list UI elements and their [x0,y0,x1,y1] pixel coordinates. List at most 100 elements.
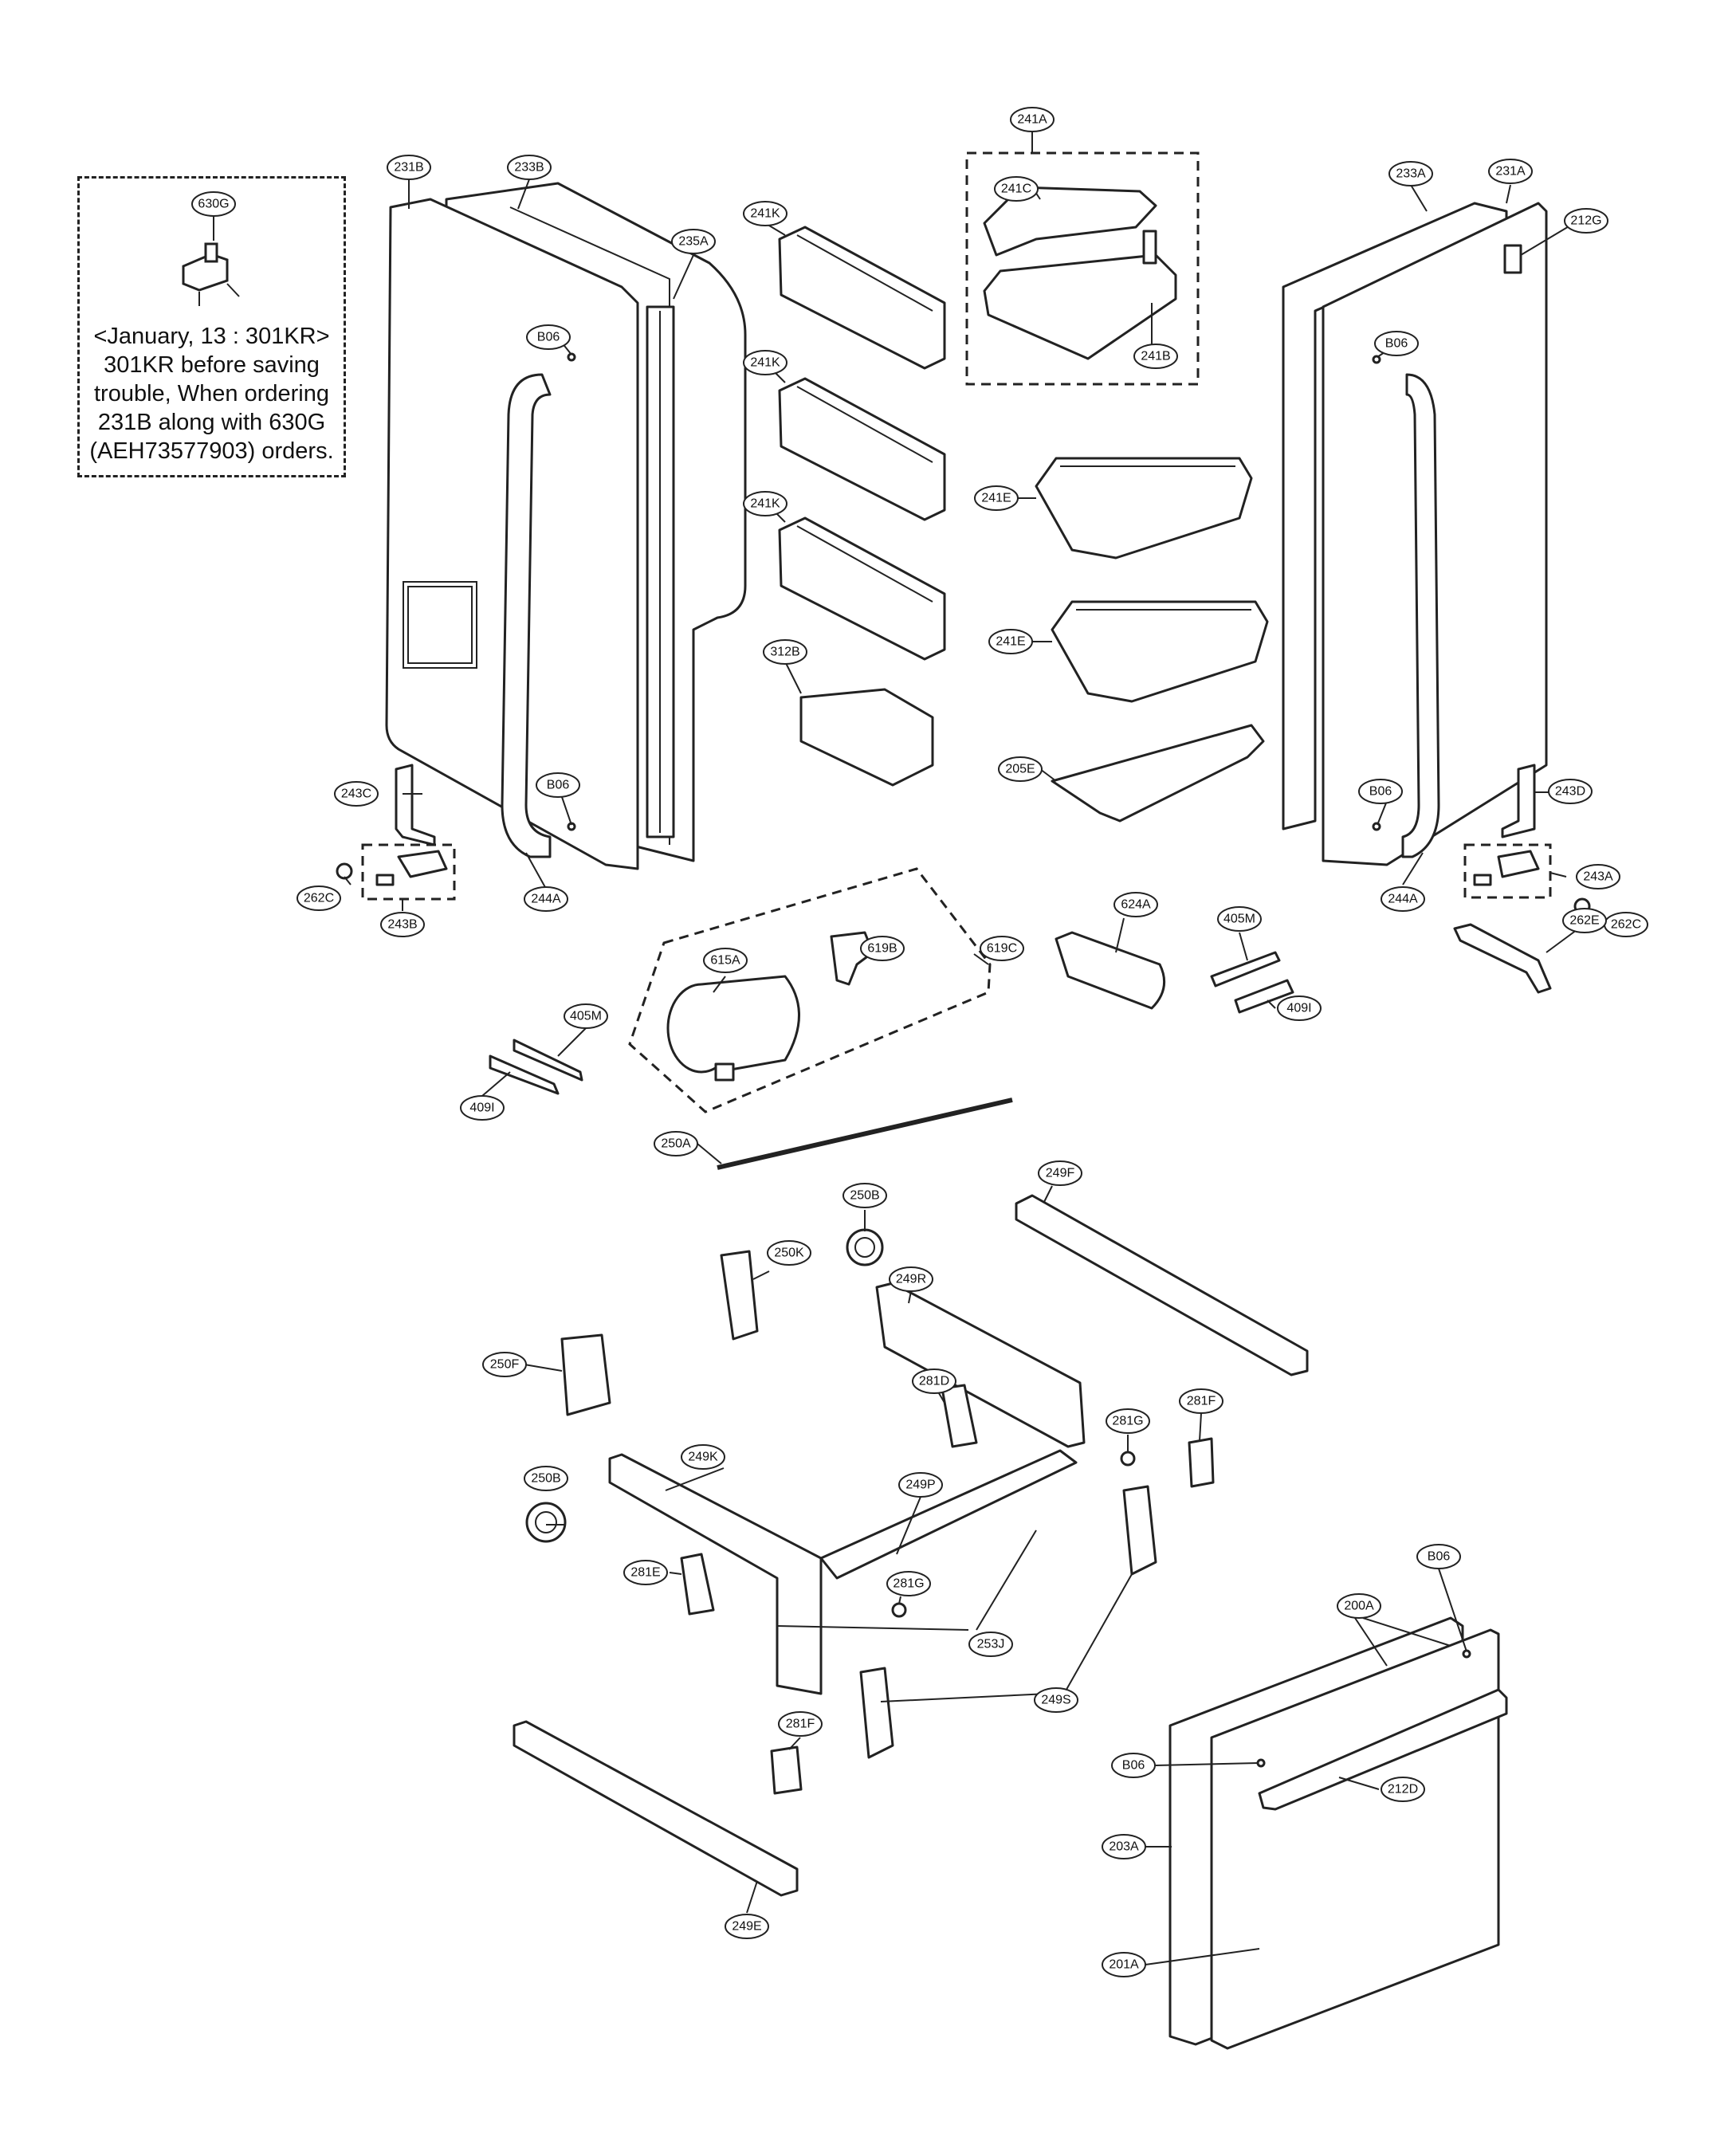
svg-text:409I: 409I [1286,1002,1311,1015]
svg-text:624A: 624A [1121,898,1151,912]
callout-250F: 250F [482,1352,527,1377]
leader-lines [344,132,1611,1965]
callout-233B: 233B [507,155,552,180]
hinge-group-243B-box [361,843,456,901]
bumper-281G-top [1120,1451,1136,1467]
svg-text:262C: 262C [1611,918,1641,932]
svg-text:241A: 241A [1017,113,1047,127]
hinge-bracket-243A [1473,850,1540,886]
hinge-cover-243C [395,764,436,846]
left-door-side-strip-235A [646,305,675,838]
callout-241K-middle: 241K [743,350,787,375]
callout-203A: 203A [1102,1834,1146,1859]
callout-231A: 231A [1488,159,1533,184]
bracket-249S-right [1122,1485,1157,1576]
screw-b06-drawer-left [1256,1758,1266,1768]
svg-text:243A: 243A [1583,870,1613,884]
note-line-4: 231B along with 630G [97,410,326,435]
svg-text:262C: 262C [304,892,334,905]
bin-205E [1051,724,1265,823]
tube-250A [717,1098,1013,1170]
svg-text:312B: 312B [770,646,799,659]
cover-250K [720,1250,759,1341]
callout-243D: 243D [1548,779,1593,804]
guide-405M-left [513,1039,583,1082]
rail-249R [875,1282,1086,1448]
svg-text:409I: 409I [469,1101,494,1115]
svg-text:249K: 249K [688,1451,718,1464]
svg-text:241C: 241C [1001,183,1031,196]
svg-text:243D: 243D [1555,785,1585,799]
callout-231B: 231B [387,155,431,180]
callout-250A: 250A [654,1131,698,1156]
svg-text:241E: 241E [981,492,1011,505]
callout-241B: 241B [1133,344,1178,369]
door-bin-241K-top [778,226,946,370]
svg-text:241B: 241B [1141,350,1170,363]
svg-text:244A: 244A [1388,893,1418,906]
callout-249K: 249K [681,1444,725,1470]
callout-243A: 243A [1576,864,1620,889]
callout-630G: 630G [198,198,229,211]
svg-text:235A: 235A [678,235,709,249]
callout-250B-top: 250B [842,1183,887,1208]
ordering-note-text: <January, 13 : 301KR> 301KR before savin… [80,322,344,465]
bin-241B [983,230,1177,360]
callout-262C-left: 262C [297,885,341,911]
note-line-5: (AEH73577903) orders. [89,438,334,464]
callout-312B: 312B [763,639,807,665]
callout-281F-bottom: 281F [778,1711,823,1737]
svg-text:281F: 281F [786,1718,815,1731]
svg-text:619C: 619C [987,942,1017,956]
hinge-630G-drawing: 630G [182,191,240,306]
callout-281D: 281D [912,1368,956,1394]
svg-text:B06: B06 [537,331,560,344]
svg-text:249E: 249E [732,1920,761,1934]
callout-B06-drawer-left: B06 [1111,1753,1156,1778]
callout-205E: 205E [998,756,1043,782]
group-619C-box [628,867,992,1113]
callout-241E-top: 241E [974,485,1019,511]
callout-241E-bottom: 241E [988,629,1033,654]
callout-212D: 212D [1381,1777,1425,1802]
bracket-249S-left [859,1667,894,1759]
door-bin-241K-bottom [778,516,946,661]
callout-244A-left: 244A [524,886,568,912]
clip-281F-top [1188,1437,1215,1488]
hinge-group-243A-box [1463,843,1552,899]
svg-text:281D: 281D [919,1375,949,1388]
svg-text:231A: 231A [1495,165,1526,179]
svg-text:249P: 249P [905,1478,935,1492]
bin-cover-241C [983,186,1157,257]
callout-405M-left: 405M [564,1003,608,1029]
rail-249P [819,1449,1078,1580]
svg-text:212D: 212D [1388,1783,1418,1796]
svg-text:201A: 201A [1109,1958,1139,1972]
door-bin-241K-middle [778,377,946,521]
callout-241C: 241C [994,176,1039,202]
drawer-handle-212D [1258,1688,1508,1811]
svg-text:281F: 281F [1187,1395,1216,1408]
callout-B06-drawer-top: B06 [1416,1544,1461,1569]
svg-text:241K: 241K [750,207,780,221]
holder-409I-right [1234,979,1294,1014]
callout-405M-right: 405M [1217,906,1262,932]
callout-281E: 281E [623,1560,668,1585]
gear-250B-top [846,1228,884,1266]
holder-409I-left [489,1054,560,1095]
svg-text:615A: 615A [710,954,740,968]
svg-text:241K: 241K [750,497,780,511]
callout-B06-left-bottom: B06 [536,772,580,798]
svg-text:231B: 231B [394,161,423,175]
guide-405M-right [1210,951,1281,988]
callout-200A: 200A [1337,1593,1381,1619]
svg-text:233A: 233A [1396,167,1426,181]
svg-text:281G: 281G [1112,1415,1143,1428]
svg-text:203A: 203A [1109,1840,1139,1854]
screw-b06-right-bottom [1372,822,1381,831]
callout-249E: 249E [725,1914,769,1939]
callout-244A-right: 244A [1381,886,1425,912]
filter-624A [1055,931,1166,1010]
svg-text:249S: 249S [1041,1694,1070,1707]
